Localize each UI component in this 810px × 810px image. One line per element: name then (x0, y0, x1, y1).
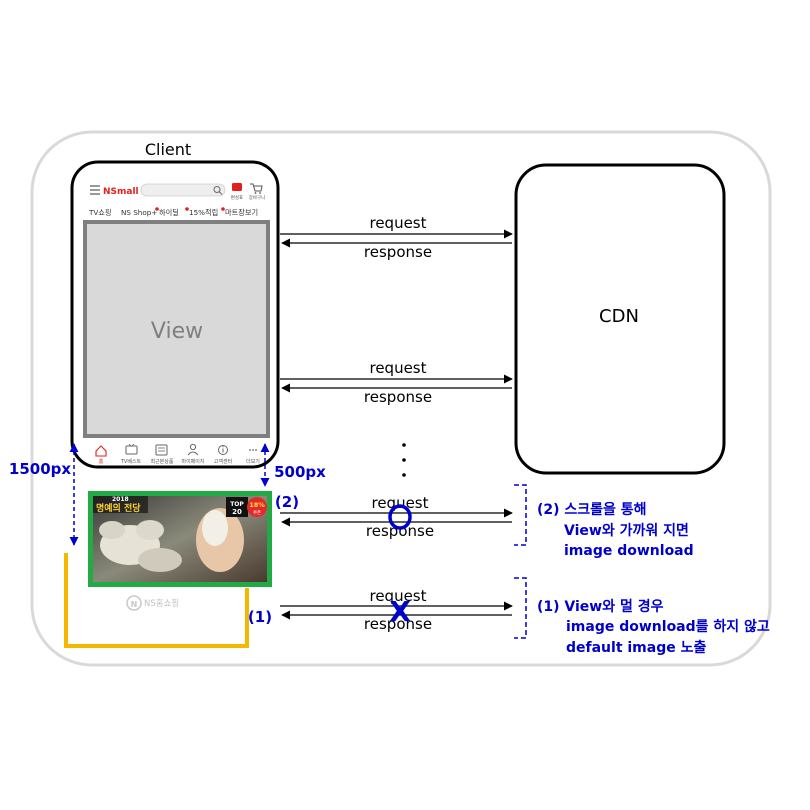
cart-label: 장바구니 (249, 194, 266, 201)
user-icon[interactable] (187, 443, 199, 456)
cdn-box (514, 163, 726, 475)
tv-icon[interactable] (125, 443, 138, 455)
tv-schedule-label: 편성표 (231, 194, 243, 201)
bottom-nav-label: 고객센터 (214, 458, 232, 465)
discount-badge (247, 497, 267, 517)
fail-x-mark: X (389, 595, 411, 628)
near-note-line: (2) 스크롤을 통해 (537, 502, 647, 518)
nav-tab-dot (155, 207, 159, 211)
near-note-bracket (514, 484, 527, 546)
hamburger-icon[interactable] (90, 185, 100, 195)
phone: NSmall 편성표 장바구니 TV쇼핑 NS Shop+ 하이딜 15%적립 (70, 160, 280, 469)
home-icon[interactable] (95, 445, 107, 457)
response-label: response (366, 522, 434, 540)
bottom-nav-label: 홈 (99, 458, 104, 465)
nav-tab[interactable]: NS Shop+ (121, 208, 157, 217)
info-icon[interactable] (218, 445, 228, 455)
view-area (83, 220, 270, 438)
banner-title: 명예의 전당 (96, 502, 141, 514)
request-label: request (369, 587, 426, 605)
nav-tab[interactable]: 15%적립 (189, 208, 218, 217)
outer-boundary (30, 130, 772, 667)
request-label: request (369, 214, 426, 232)
banner-year: 2018 (112, 496, 129, 503)
top20-number: 20 (232, 508, 242, 516)
ns-logo-placeholder: N NS홈쇼핑 (126, 595, 179, 611)
discount-value: 18% (249, 501, 265, 509)
measure-1500-label: 1500px (9, 460, 71, 478)
cart-icon[interactable] (250, 183, 263, 194)
far-note-line: (1) View와 멀 경우 (537, 598, 664, 615)
arrow-pair: request response (280, 359, 513, 406)
far-note-bracket (514, 577, 527, 639)
client-title: Client (145, 140, 191, 159)
cdn-label: CDN (599, 306, 639, 327)
far-image-marker: (1) (248, 608, 272, 626)
arrow-pair: request response (280, 587, 513, 633)
bottom-nav-label: 마이페이지 (181, 458, 204, 465)
recent-items-icon[interactable] (155, 444, 168, 456)
nav-tab-dot (185, 207, 189, 211)
nav-tab[interactable]: 하이딜 (159, 208, 179, 217)
far-note-line: image download를 하지 않고 (566, 618, 770, 635)
bottom-nav-label: 최근본상품 (150, 458, 173, 465)
app-header: NSmall 편성표 장바구니 (90, 183, 265, 201)
ns-placeholder-text: NS홈쇼핑 (144, 598, 179, 609)
nav-tab[interactable]: TV쇼핑 (88, 208, 112, 217)
arrow-pair: request response (280, 494, 513, 540)
top20-label: TOP (230, 501, 244, 508)
far-image-frame (64, 553, 249, 648)
response-label: response (364, 388, 432, 406)
app-nav-tabs: TV쇼핑 NS Shop+ 하이딜 15%적립 마트장보기 (88, 207, 258, 217)
request-label: request (369, 359, 426, 377)
near-note-line: View와 가까워 지면 (564, 522, 689, 539)
arrow-pair: request response (280, 214, 513, 261)
bottom-nav-label: TV베스트 (120, 458, 142, 465)
ellipsis-dots (402, 443, 406, 477)
response-label: response (364, 243, 432, 261)
search-icon[interactable] (213, 186, 223, 195)
far-note: (1) View와 멀 경우 image download를 하지 않고 def… (537, 598, 770, 656)
bottom-nav-label: 더보기 (246, 458, 260, 465)
far-note-line: default image 노출 (566, 639, 706, 656)
app-bottom-nav: 홈 TV베스트 최근본상품 마이페이지 고 (95, 443, 260, 465)
view-label: View (151, 319, 203, 344)
more-icon[interactable] (249, 449, 257, 451)
app-search-box[interactable] (140, 183, 226, 197)
app-logo[interactable]: NSmall (103, 187, 139, 197)
success-o-mark (388, 504, 412, 530)
nav-tab[interactable]: 마트장보기 (225, 208, 258, 217)
near-image: 2018 명예의 전당 TOP 20 18% 쿠폰 (88, 491, 272, 587)
near-image-marker: (2) (275, 493, 299, 511)
top20-badge (226, 497, 248, 517)
discount-label: 쿠폰 (253, 510, 261, 516)
nav-tab-dot (221, 207, 225, 211)
svg-text:N: N (131, 600, 138, 609)
measure-500-label: 500px (274, 463, 326, 481)
tv-schedule-icon[interactable] (232, 183, 242, 191)
near-note: (2) 스크롤을 통해 View와 가까워 지면 image download (537, 502, 694, 559)
request-label: request (371, 494, 428, 512)
response-label: response (364, 615, 432, 633)
near-note-line: image download (564, 543, 694, 559)
